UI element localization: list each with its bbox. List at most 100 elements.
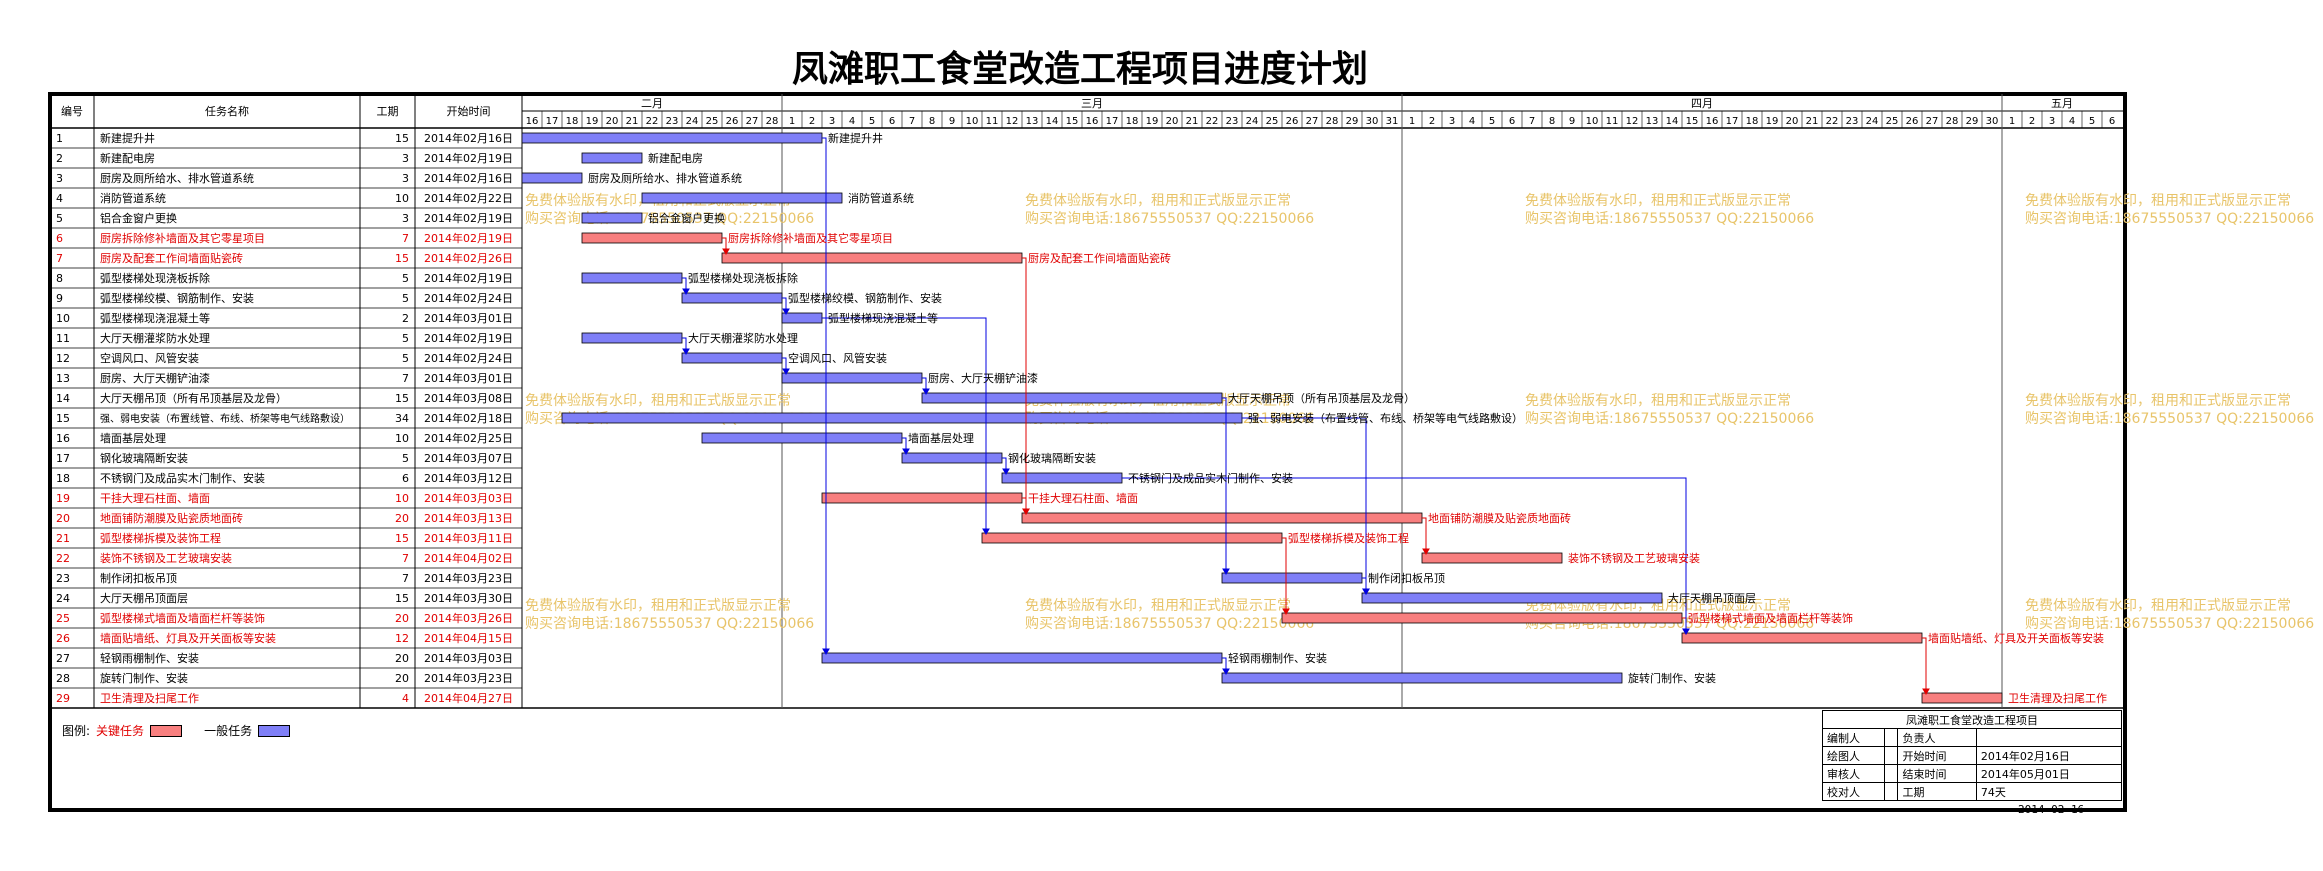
info-value xyxy=(1975,728,2123,747)
task-bar-label: 新建配电房 xyxy=(648,151,703,165)
task-name: 厨房及配套工作间墙面贴瓷砖 xyxy=(100,251,243,265)
day-label: 18 xyxy=(1126,116,1139,127)
task-bar-label: 卫生清理及扫尾工作 xyxy=(2008,691,2107,705)
dependency-arrow xyxy=(922,388,930,395)
task-id: 3 xyxy=(56,172,63,185)
day-label: 26 xyxy=(726,116,739,127)
task-start: 2014年03月26日 xyxy=(424,611,513,625)
task-id: 19 xyxy=(56,492,70,505)
info-key: 校对人 xyxy=(1821,782,1886,801)
day-label: 16 xyxy=(1706,116,1719,127)
day-label: 31 xyxy=(1386,116,1399,127)
legend-prefix: 图例: xyxy=(62,724,91,738)
task-bar xyxy=(721,252,1023,264)
task-bar xyxy=(821,652,1223,664)
task-name: 制作闭扣板吊顶 xyxy=(100,571,177,585)
day-label: 23 xyxy=(1226,116,1239,127)
task-duration: 10 xyxy=(395,432,409,445)
day-label: 21 xyxy=(1186,116,1199,127)
watermark-text: 购买咨询电话:18675550537 QQ:22150066 xyxy=(1525,211,1814,227)
watermark-text: 免费体验版有水印，租用和正式版显示正常 xyxy=(2025,193,2291,209)
info-key: 开始时间 xyxy=(1897,746,1977,765)
day-label: 18 xyxy=(1746,116,1759,127)
legend-normal-label: 一般任务 xyxy=(204,724,253,738)
task-id: 16 xyxy=(56,432,70,445)
task-name: 消防管道系统 xyxy=(100,191,166,205)
task-name: 轻钢雨棚制作、安装 xyxy=(100,651,199,665)
task-start: 2014年02月19日 xyxy=(424,271,513,285)
info-value xyxy=(1884,764,1899,783)
task-start: 2014年03月01日 xyxy=(424,311,513,325)
task-bar xyxy=(681,292,783,304)
legend-critical-swatch xyxy=(150,724,183,737)
day-label: 26 xyxy=(1286,116,1299,127)
task-start: 2014年03月08日 xyxy=(424,391,513,405)
day-label: 27 xyxy=(746,116,759,127)
watermark-text: 购买咨询电话:18675550537 QQ:22150066 xyxy=(1525,411,1814,427)
day-label: 22 xyxy=(646,116,659,127)
day-label: 30 xyxy=(1986,116,1999,127)
task-bar xyxy=(681,352,783,364)
task-duration: 20 xyxy=(395,672,409,685)
day-label: 20 xyxy=(1786,116,1799,127)
task-start: 2014年03月12日 xyxy=(424,471,513,485)
dependency-line xyxy=(922,377,927,393)
task-bar-label: 消防管道系统 xyxy=(848,191,914,205)
day-label: 30 xyxy=(1366,116,1379,127)
task-id: 18 xyxy=(56,472,70,485)
info-value: 2014年05月01日 xyxy=(1975,764,2123,783)
dependency-arrow xyxy=(722,248,730,255)
day-label: 3 xyxy=(829,116,835,127)
task-bar-label: 新建提升井 xyxy=(828,131,883,145)
task-bar-label: 弧型楼梯现浇混凝土等 xyxy=(828,311,938,325)
day-label: 24 xyxy=(1866,116,1879,127)
task-duration: 12 xyxy=(395,632,409,645)
task-duration: 20 xyxy=(395,652,409,665)
task-start: 2014年03月07日 xyxy=(424,451,513,465)
task-bar-label: 空调风口、风管安装 xyxy=(788,351,887,365)
info-key: 编制人 xyxy=(1821,728,1886,747)
task-name: 干挂大理石柱面、墙面 xyxy=(100,491,210,505)
dependency-arrow xyxy=(782,308,790,315)
task-duration: 6 xyxy=(402,472,409,485)
task-id: 29 xyxy=(56,692,70,705)
task-name: 大厅天棚灌浆防水处理 xyxy=(100,331,210,345)
dependency-line xyxy=(1242,417,1367,593)
task-name: 新建配电房 xyxy=(100,151,155,165)
task-name: 强、弱电安装（布置线管、布线、桥架等电气线路敷设） xyxy=(100,412,350,425)
day-label: 22 xyxy=(1206,116,1219,127)
task-start: 2014年03月11日 xyxy=(424,531,513,545)
watermark-text: 购买咨询电话:18675550537 QQ:22150066 xyxy=(2025,616,2314,632)
task-duration: 5 xyxy=(402,292,409,305)
day-label: 27 xyxy=(1926,116,1939,127)
day-label: 25 xyxy=(1266,116,1279,127)
day-label: 8 xyxy=(1549,116,1555,127)
info-key: 绘图人 xyxy=(1821,746,1886,765)
info-value: 2014年02月16日 xyxy=(1975,746,2123,765)
task-start: 2014年02月22日 xyxy=(424,191,513,205)
task-bar xyxy=(1421,552,1563,564)
day-label: 2 xyxy=(1429,116,1435,127)
task-name: 大厅天棚吊顶（所有吊顶基层及龙骨） xyxy=(100,391,287,405)
task-name: 钢化玻璃隔断安装 xyxy=(100,451,188,465)
day-label: 6 xyxy=(1509,116,1515,127)
day-label: 17 xyxy=(1726,116,1739,127)
dependency-line xyxy=(822,137,827,653)
task-bar xyxy=(781,312,823,324)
day-label: 29 xyxy=(1966,116,1979,127)
task-id: 21 xyxy=(56,532,70,545)
day-label: 25 xyxy=(1886,116,1899,127)
task-bar-label: 大厅天棚吊顶面层 xyxy=(1668,591,1756,605)
dependency-line xyxy=(782,297,787,313)
task-id: 4 xyxy=(56,192,63,205)
legend-critical-label: 关键任务 xyxy=(96,724,145,738)
day-label: 21 xyxy=(1806,116,1819,127)
month-label: 二月 xyxy=(641,97,663,110)
dependency-line xyxy=(682,277,687,293)
task-name: 弧型楼梯现浇混凝土等 xyxy=(100,311,210,325)
day-label: 23 xyxy=(666,116,679,127)
task-id: 5 xyxy=(56,212,63,225)
task-bar xyxy=(1921,692,2003,704)
task-duration: 15 xyxy=(395,532,409,545)
